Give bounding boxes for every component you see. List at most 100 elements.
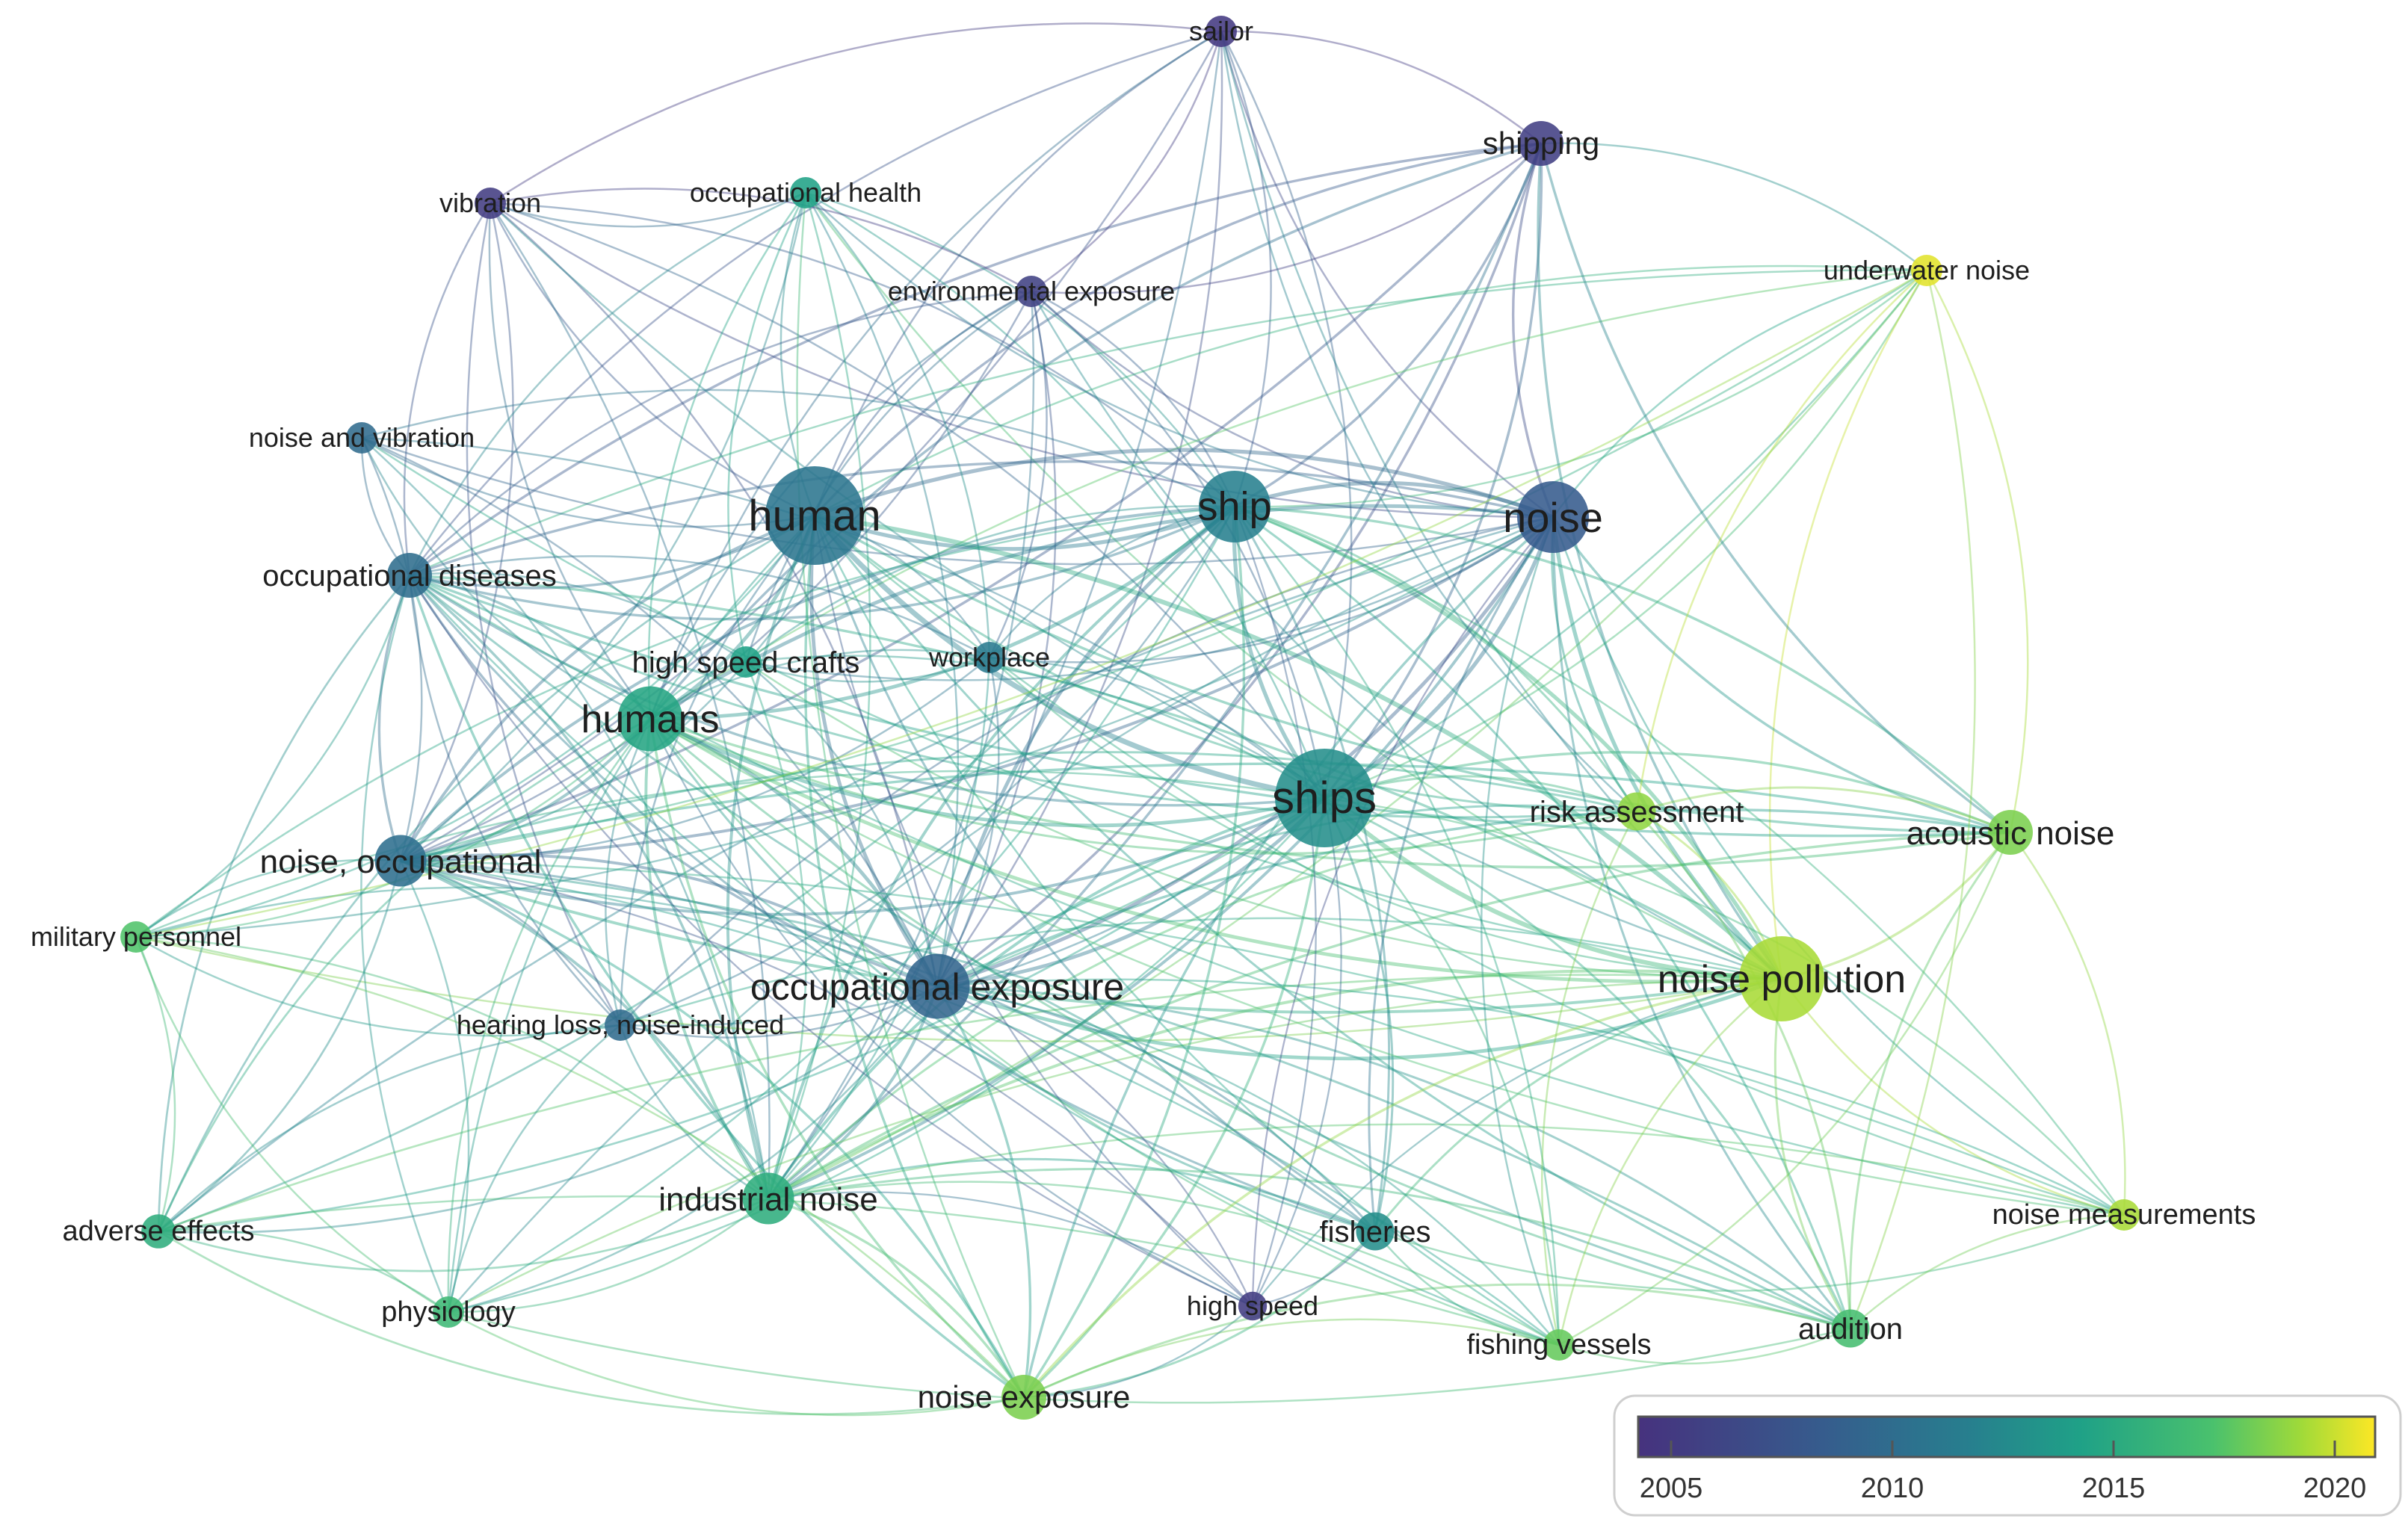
link-noise_and_vibration-humans bbox=[360, 437, 651, 720]
node-label-high_speed[interactable]: high speed bbox=[1187, 1290, 1318, 1321]
link-physiology-noise bbox=[448, 516, 1554, 1313]
node-vibration[interactable] bbox=[475, 188, 506, 219]
link-hearing_loss-ships bbox=[620, 797, 1325, 1027]
node-label-sailor[interactable]: sailor bbox=[1189, 16, 1253, 46]
node-high_speed_crafts[interactable] bbox=[730, 646, 762, 678]
link-underwater_noise-occupational_diseases bbox=[409, 269, 1927, 577]
node-label-underwater_noise[interactable]: underwater noise bbox=[1824, 255, 2030, 285]
year-color-legend: 2005 2010 2015 2020 bbox=[1613, 1394, 2402, 1517]
node-occupational_diseases[interactable] bbox=[387, 553, 432, 598]
node-label-acoustic_noise[interactable]: acoustic noise bbox=[1907, 815, 2115, 852]
node-noise_pollution[interactable] bbox=[1739, 936, 1824, 1021]
link-fisheries-fishing_vessels bbox=[1374, 1231, 1560, 1346]
link-ships-noise_pollution bbox=[1322, 796, 1782, 982]
node-military_personnel[interactable] bbox=[120, 921, 152, 953]
node-noise_and_vibration[interactable] bbox=[346, 422, 377, 454]
link-workplace-noise_pollution bbox=[989, 657, 1782, 980]
node-occupational_exposure[interactable] bbox=[904, 953, 970, 1019]
link-fishing_vessels-noise_occupational bbox=[400, 859, 1560, 1346]
node-environmental_exposure[interactable] bbox=[1016, 276, 1047, 307]
link-workplace-occupational_exposure bbox=[936, 657, 1000, 987]
link-sailor-occupational_exposure bbox=[936, 31, 1223, 987]
link-shipping-human bbox=[813, 142, 1542, 517]
node-label-ships[interactable]: ships bbox=[1272, 773, 1377, 823]
link-high_speed_crafts-noise_occupational bbox=[400, 661, 747, 862]
node-label-adverse_effects[interactable]: adverse effects bbox=[62, 1216, 254, 1247]
link-hearing_loss-occupational_exposure bbox=[620, 985, 938, 1039]
node-noise_occupational[interactable] bbox=[374, 835, 427, 887]
node-label-hearing_loss[interactable]: hearing loss, noise-induced bbox=[457, 1009, 784, 1040]
legend-tick-label: 2005 bbox=[1640, 1473, 1703, 1504]
link-ship-industrial_noise bbox=[767, 505, 1236, 1199]
node-sailor[interactable] bbox=[1205, 16, 1237, 47]
node-hearing_loss[interactable] bbox=[605, 1009, 636, 1041]
node-label-shipping[interactable]: shipping bbox=[1483, 126, 1599, 161]
link-occupational_exposure-noise_pollution bbox=[936, 977, 1782, 1061]
link-noise_measurements-humans bbox=[649, 717, 2125, 1216]
link-environmental_exposure-noise bbox=[1031, 291, 1554, 519]
node-label-occupational_exposure[interactable]: occupational exposure bbox=[750, 966, 1124, 1008]
link-noise_measurements-occupational_exposure bbox=[936, 978, 2125, 1216]
node-adverse_effects[interactable] bbox=[141, 1214, 176, 1249]
node-label-fisheries[interactable]: fisheries bbox=[1320, 1216, 1431, 1249]
node-label-audition[interactable]: audition bbox=[1798, 1313, 1903, 1346]
node-ships[interactable] bbox=[1275, 749, 1374, 847]
node-occupational_health[interactable] bbox=[790, 177, 821, 208]
link-vibration-occupational_health bbox=[490, 191, 806, 228]
node-ship[interactable] bbox=[1199, 471, 1271, 542]
node-label-noise_measurements[interactable]: noise measurements bbox=[1992, 1199, 2256, 1231]
link-noise_exposure-noise bbox=[1022, 516, 1555, 1398]
node-label-noise_exposure[interactable]: noise exposure bbox=[918, 1379, 1131, 1414]
node-underwater_noise[interactable] bbox=[1911, 255, 1942, 286]
link-noise_measurements-noise_occupational bbox=[400, 859, 2125, 1216]
link-noise_and_vibration-noise_occupational bbox=[360, 437, 423, 862]
node-workplace[interactable] bbox=[974, 642, 1005, 673]
link-acoustic_noise-noise_occupational bbox=[400, 762, 2011, 862]
node-label-vibration[interactable]: vibration bbox=[439, 188, 541, 218]
node-humans[interactable] bbox=[617, 686, 683, 752]
node-acoustic_noise[interactable] bbox=[1988, 810, 2033, 855]
node-label-environmental_exposure[interactable]: environmental exposure bbox=[888, 276, 1175, 306]
node-label-ship[interactable]: ship bbox=[1197, 484, 1271, 529]
node-high_speed[interactable] bbox=[1238, 1291, 1268, 1321]
link-noise_and_vibration-industrial_noise bbox=[361, 437, 770, 1199]
node-label-noise_and_vibration[interactable]: noise and vibration bbox=[249, 422, 475, 453]
node-physiology[interactable] bbox=[433, 1296, 464, 1328]
node-fishing_vessels[interactable] bbox=[1543, 1329, 1575, 1361]
link-occupational_health-high_speed_crafts bbox=[727, 192, 807, 663]
node-fisheries[interactable] bbox=[1356, 1212, 1395, 1251]
node-noise[interactable] bbox=[1517, 481, 1589, 553]
link-adverse_effects-noise_pollution bbox=[158, 974, 1782, 1233]
node-risk_assessment[interactable] bbox=[1617, 792, 1656, 831]
node-label-high_speed_crafts[interactable]: high speed crafts bbox=[632, 646, 860, 679]
node-label-fishing_vessels[interactable]: fishing vessels bbox=[1466, 1329, 1651, 1361]
link-human-noise bbox=[814, 448, 1554, 519]
node-label-workplace[interactable]: workplace bbox=[928, 642, 1050, 672]
link-occupational_exposure-industrial_noise bbox=[767, 986, 939, 1200]
node-industrial_noise[interactable] bbox=[742, 1172, 794, 1225]
node-noise_measurements[interactable] bbox=[2108, 1199, 2140, 1231]
link-shipping-underwater_noise bbox=[1540, 142, 1927, 271]
node-label-risk_assessment[interactable]: risk assessment bbox=[1530, 796, 1744, 829]
node-audition[interactable] bbox=[1831, 1309, 1870, 1348]
link-fishing_vessels-ship bbox=[1234, 506, 1560, 1346]
node-label-human[interactable]: human bbox=[748, 492, 880, 540]
node-label-noise_occupational[interactable]: noise, occupational bbox=[260, 844, 542, 880]
node-noise_exposure[interactable] bbox=[1001, 1375, 1046, 1420]
node-label-noise[interactable]: noise bbox=[1503, 494, 1603, 541]
link-occupational_diseases-noise_occupational bbox=[377, 575, 411, 862]
link-noise_measurements-ship bbox=[1234, 505, 2125, 1216]
node-label-humans[interactable]: humans bbox=[581, 698, 720, 741]
node-label-industrial_noise[interactable]: industrial noise bbox=[658, 1181, 878, 1218]
node-label-occupational_health[interactable]: occupational health bbox=[690, 177, 921, 208]
link-ship-noise_occupational bbox=[399, 505, 1235, 862]
link-humans-noise_occupational bbox=[400, 717, 652, 862]
link-acoustic_noise-industrial_noise bbox=[768, 831, 2011, 1200]
node-label-military_personnel[interactable]: military personnel bbox=[31, 921, 241, 952]
link-risk_assessment-audition bbox=[1635, 810, 1852, 1329]
node-shipping[interactable] bbox=[1519, 121, 1563, 166]
node-label-occupational_diseases[interactable]: occupational diseases bbox=[262, 560, 557, 593]
node-human[interactable] bbox=[765, 466, 864, 565]
node-label-noise_pollution[interactable]: noise pollution bbox=[1658, 958, 1906, 1001]
node-label-physiology[interactable]: physiology bbox=[381, 1296, 516, 1328]
